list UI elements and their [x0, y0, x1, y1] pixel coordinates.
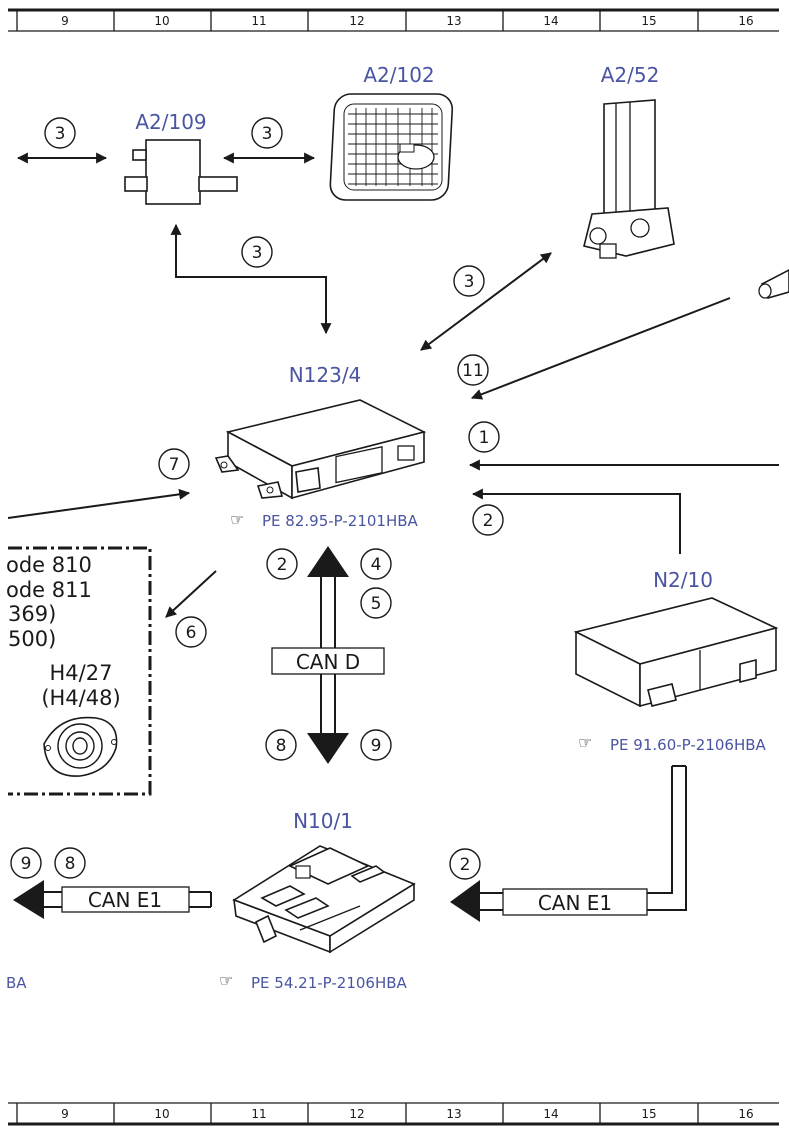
grid-col-14-bottom: 14: [543, 1107, 558, 1121]
speaker-icon: [43, 716, 118, 777]
n10-1-reference: ☞ PE 54.21-P-2106HBA: [219, 971, 408, 992]
n10-1-label: N10/1: [293, 809, 353, 833]
can-e1-right-bus: CAN E1: [450, 765, 687, 922]
grid-col-11-bottom: 11: [251, 1107, 266, 1121]
callout-2-can-e1: 2: [449, 848, 481, 880]
hand-pointer-icon: ☞: [230, 510, 244, 529]
h4-27-inset: ode 810 ode 811 369) 500) H4/27 (H4/48): [6, 546, 152, 796]
callout-8-can-d: 8: [265, 729, 297, 761]
inset-line-4: 500): [8, 627, 56, 651]
svg-text:2: 2: [483, 511, 494, 531]
callout-3-a2-102: 3: [251, 117, 283, 149]
can-e1-left-bus: CAN E1: [13, 880, 212, 919]
svg-text:5: 5: [371, 594, 382, 614]
grid-col-11: 11: [251, 14, 266, 28]
grid-col-9-bottom: 9: [61, 1107, 69, 1121]
callout-8-can-e1: 8: [54, 847, 86, 879]
n2-10-component: N2/10: [573, 568, 779, 708]
top-grid-ruler: 9 10 11 12 13 14 15 16: [8, 8, 779, 32]
arrow-7-to-n123-4: [7, 488, 191, 519]
svg-text:2: 2: [460, 855, 471, 875]
svg-text:3: 3: [252, 243, 263, 263]
svg-text:8: 8: [276, 736, 287, 756]
n123-4-reference: ☞ PE 82.95-P-2101HBA: [230, 510, 419, 530]
arrow-11-to-n123-4: [470, 297, 731, 400]
grid-col-13-bottom: 13: [446, 1107, 461, 1121]
svg-text:7: 7: [169, 455, 180, 475]
callout-3-n123-4: 3: [241, 236, 273, 268]
svg-text:3: 3: [464, 272, 475, 292]
n10-1-ref: PE 54.21-P-2106HBA: [251, 974, 408, 992]
inset-line-1: ode 810: [6, 553, 92, 577]
can-d-bus: CAN D: [271, 546, 385, 764]
can-d-label: CAN D: [296, 650, 360, 674]
n10-1-component: N10/1: [232, 809, 416, 954]
hand-pointer-icon: ☞: [219, 971, 233, 990]
n123-4-component: N123/4: [214, 363, 427, 500]
callout-1: 1: [468, 421, 500, 453]
grid-col-13: 13: [446, 14, 461, 28]
callout-6: 6: [175, 616, 207, 648]
callout-2-n2-10: 2: [472, 504, 504, 536]
grid-col-16: 16: [738, 14, 753, 28]
inset-line-2: ode 811: [6, 578, 92, 602]
grid-col-12-bottom: 12: [349, 1107, 364, 1121]
arrow-a2-109-n123-4: [170, 223, 332, 335]
svg-text:3: 3: [55, 124, 66, 144]
a2-102-component: A2/102: [329, 63, 454, 201]
n123-4-ref: PE 82.95-P-2101HBA: [262, 512, 419, 530]
callout-11: 11: [457, 354, 489, 386]
arrow-6-to-h4-27: [165, 570, 217, 618]
svg-text:9: 9: [21, 854, 32, 874]
grid-col-10: 10: [154, 14, 169, 28]
a2-102-label: A2/102: [363, 63, 434, 87]
h4-27-label: H4/27: [50, 661, 113, 685]
svg-text:9: 9: [371, 736, 382, 756]
grid-col-16-bottom: 16: [738, 1107, 753, 1121]
grid-col-14: 14: [543, 14, 558, 28]
can-e1-right-label: CAN E1: [538, 891, 612, 915]
n2-10-reference: ☞ PE 91.60-P-2106HBA: [578, 733, 767, 754]
svg-text:4: 4: [371, 555, 382, 575]
callout-9-can-d: 9: [360, 729, 392, 761]
grid-col-15: 15: [641, 14, 656, 28]
arrow-2-n2-10-to-n123-4: [471, 488, 681, 554]
a2-109-component: A2/109: [124, 110, 238, 205]
can-e1-left-label: CAN E1: [88, 888, 162, 912]
grid-col-12: 12: [349, 14, 364, 28]
callout-9-can-e1: 9: [10, 847, 42, 879]
svg-text:8: 8: [65, 854, 76, 874]
a2-52-component: A2/52: [583, 63, 675, 259]
h4-48-label: (H4/48): [41, 686, 120, 710]
grid-col-9: 9: [61, 14, 69, 28]
n2-10-ref: PE 91.60-P-2106HBA: [610, 736, 767, 754]
left-cut-ref: BA: [6, 974, 27, 992]
a2-52-label: A2/52: [601, 63, 660, 87]
a2-109-label: A2/109: [135, 110, 206, 134]
svg-text:6: 6: [186, 623, 197, 643]
n2-10-label: N2/10: [653, 568, 713, 592]
callout-2-can-d: 2: [266, 548, 298, 580]
grid-col-15-bottom: 15: [641, 1107, 656, 1121]
callout-5: 5: [360, 587, 392, 619]
grid-col-10-bottom: 10: [154, 1107, 169, 1121]
svg-text:2: 2: [277, 555, 288, 575]
n123-4-label: N123/4: [289, 363, 362, 387]
bottom-grid-ruler: 9 10 11 12 13 14 15 16: [8, 1102, 779, 1126]
arrow-a2-52-n123-4: [420, 252, 552, 351]
partial-component-right: [758, 269, 789, 299]
inset-line-3: 369): [8, 602, 56, 626]
callout-7: 7: [158, 448, 190, 480]
callout-3-a2-52: 3: [453, 265, 485, 297]
callout-4: 4: [360, 548, 392, 580]
svg-text:11: 11: [462, 361, 484, 381]
svg-text:3: 3: [262, 124, 273, 144]
svg-text:1: 1: [479, 428, 490, 448]
hand-pointer-icon: ☞: [578, 733, 592, 752]
callout-3-left: 3: [44, 117, 76, 149]
